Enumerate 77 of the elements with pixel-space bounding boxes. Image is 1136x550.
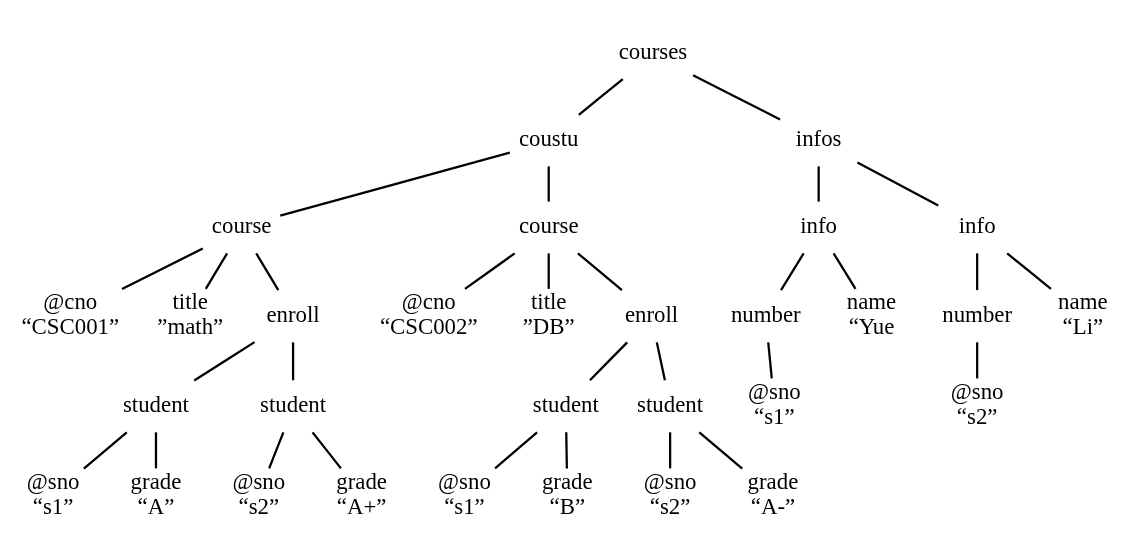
node-text: infos: [795, 125, 842, 151]
connector: [268, 431, 285, 469]
node-label: “s1”: [32, 493, 74, 519]
connector: [698, 430, 743, 470]
node-label: “A+”: [336, 493, 387, 519]
connector: [204, 252, 229, 289]
node-text: info: [958, 212, 996, 238]
node-text: number: [730, 301, 801, 327]
connector: [311, 431, 342, 469]
node-text: @sno: [232, 468, 286, 494]
node-label: ”math”: [157, 313, 224, 339]
node-text: @sno: [643, 468, 697, 494]
node-text: @cno: [401, 288, 456, 314]
connector: [193, 340, 256, 381]
node-text: course: [518, 212, 579, 238]
node-label: “CSC002”: [379, 313, 478, 339]
connector: [154, 431, 158, 468]
node-text: @sno: [950, 378, 1004, 404]
node-text: name: [846, 288, 897, 314]
node-label: “A-”: [750, 493, 796, 519]
connector: [817, 165, 820, 202]
node-label: ”DB”: [522, 313, 575, 339]
connector: [121, 247, 204, 290]
connector: [255, 252, 280, 291]
node-text: number: [942, 301, 1013, 327]
node-label: “s2”: [238, 493, 280, 519]
connector: [1006, 252, 1052, 290]
node-label: “CSC001”: [21, 313, 120, 339]
node-label: “A”: [137, 493, 175, 519]
connector: [655, 341, 667, 380]
node-text: @sno: [26, 468, 80, 494]
node-text: grade: [541, 468, 593, 494]
node-label: “Yue: [848, 313, 895, 339]
node-label: “s1”: [444, 493, 485, 519]
connector: [577, 252, 623, 291]
node-text: @sno: [438, 468, 491, 494]
node-text: enroll: [266, 301, 320, 327]
node-label: “s2”: [956, 403, 998, 429]
node-label: “s2”: [649, 493, 691, 519]
node-text: courses: [618, 38, 688, 64]
node-text: enroll: [624, 301, 679, 327]
connector: [547, 252, 550, 289]
node-text: info: [800, 212, 838, 238]
connector: [464, 251, 516, 290]
node-text: grade: [130, 468, 182, 494]
connector: [668, 431, 672, 468]
node-text: student: [260, 391, 327, 417]
node-label: “B”: [549, 493, 586, 519]
connector: [494, 430, 538, 469]
node-text: name: [1058, 288, 1108, 314]
node-text: title: [530, 288, 567, 314]
connector: [578, 77, 624, 116]
node-text: course: [211, 212, 272, 238]
connector: [976, 341, 979, 378]
connector: [565, 431, 568, 468]
connector: [291, 341, 295, 380]
node-text: title: [172, 288, 209, 314]
node-text: student: [122, 391, 189, 417]
node-text: student: [637, 391, 704, 417]
node-text: coustu: [518, 125, 579, 151]
connector: [589, 341, 629, 381]
connector: [279, 151, 511, 217]
node-text: student: [532, 391, 599, 417]
connector: [832, 252, 857, 289]
connector: [692, 73, 781, 120]
node-text: @cno: [43, 288, 98, 314]
connector: [767, 341, 773, 379]
node-text: grade: [747, 468, 799, 494]
node-label: “s1”: [754, 403, 795, 429]
node-label: “Li”: [1062, 313, 1104, 339]
connector: [83, 430, 128, 470]
node-text: @sno: [747, 378, 801, 404]
connector: [856, 161, 939, 207]
connector: [976, 252, 979, 290]
node-text: grade: [336, 468, 387, 494]
connector: [780, 252, 805, 291]
connector: [547, 165, 550, 202]
